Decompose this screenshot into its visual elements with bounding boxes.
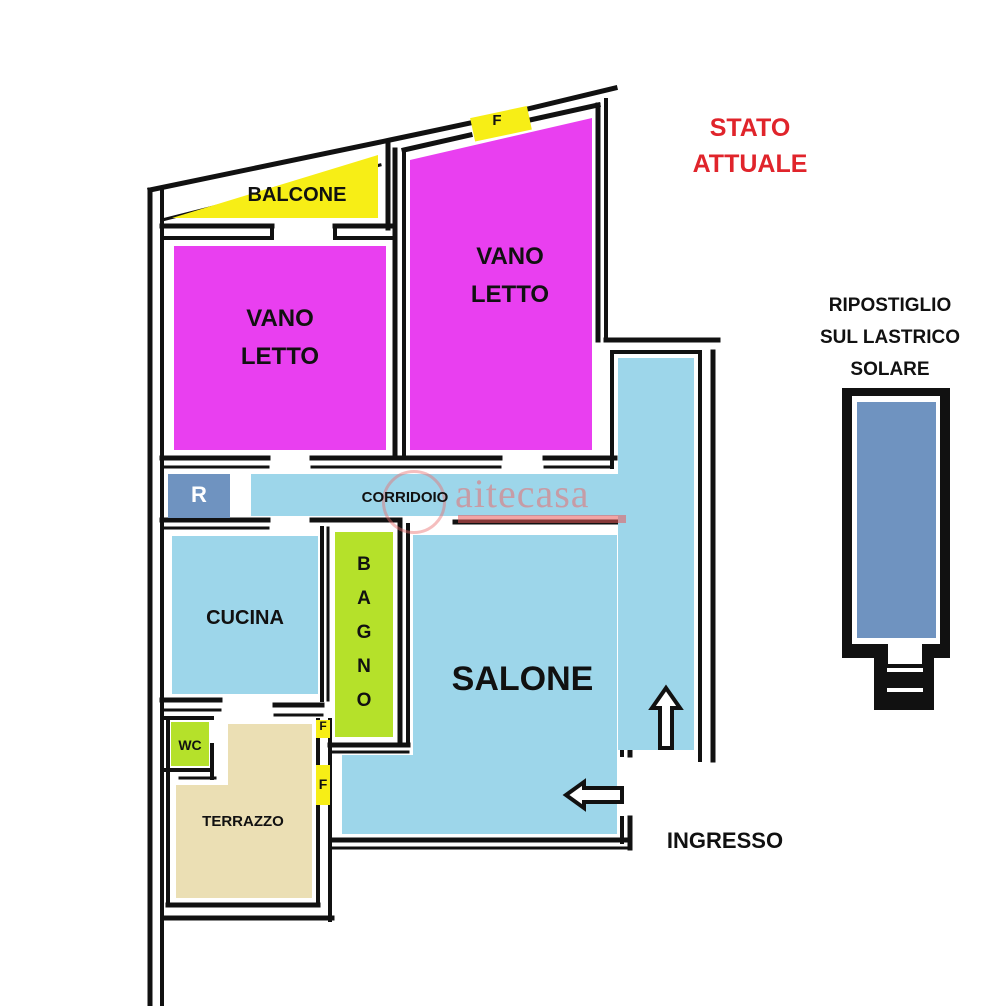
side-line-2: SUL LASTRICO: [819, 327, 961, 348]
wc-label: WC: [178, 737, 202, 753]
bagno-letter: B: [357, 554, 371, 575]
balcone-label: BALCONE: [247, 184, 347, 206]
window-f1: [316, 720, 330, 738]
title-line-2: ATTUALE: [692, 150, 808, 178]
bagno-label: B A G N O: [335, 548, 393, 718]
vano-letto-right-line-1: VANO: [476, 243, 544, 270]
wc-area: [171, 722, 209, 766]
window-f1-label: F: [319, 719, 327, 733]
vano-letto-left-line-2: LETTO: [240, 343, 320, 370]
side-line-3: SOLARE: [850, 359, 930, 380]
window-top-label: F: [492, 112, 502, 129]
cucina-label: CUCINA: [206, 607, 284, 629]
corridoio-label: CORRIDOIO: [361, 489, 449, 506]
window-f2: [316, 765, 330, 805]
terrazzo-area: [176, 724, 312, 898]
title-line-1: STATO: [709, 114, 791, 142]
watermark-logo-icon: [382, 470, 446, 534]
salone-area: [342, 535, 617, 834]
salone-label: SALONE: [451, 660, 594, 698]
vano-letto-right-line-2: LETTO: [470, 281, 550, 308]
vano-letto-left-label: VANO LETTO: [195, 300, 365, 376]
ingresso-label: INGRESSO: [666, 828, 784, 853]
corridoio-right-strip: [618, 358, 694, 750]
ripostiglio-lastrico-label: RIPOSTIGLIO SUL LASTRICO SOLARE: [790, 290, 990, 386]
bagno-letter: N: [357, 656, 371, 677]
vano-letto-left-area: [174, 246, 386, 450]
terrazzo-label: TERRAZZO: [202, 813, 284, 830]
bagno-letter: O: [356, 690, 372, 711]
bagno-letter: A: [357, 588, 371, 609]
window-top: [470, 106, 532, 142]
balcone-area: [172, 155, 378, 218]
ripostiglio-small-area: [168, 474, 230, 518]
vano-letto-right-area: [410, 118, 592, 450]
watermark-text: aitecasa: [455, 471, 590, 516]
window-f2-label: F: [318, 776, 328, 792]
entry-arrow-up-icon: [648, 684, 684, 750]
watermark-bar: [458, 515, 626, 523]
plan-title: STATO ATTUALE: [660, 110, 840, 182]
side-line-1: RIPOSTIGLIO: [828, 295, 952, 316]
bagno-area: [335, 532, 393, 737]
ripostiglio-small-label: R: [191, 482, 207, 507]
vano-letto-right-label: VANO LETTO: [425, 238, 595, 314]
bagno-letter: G: [356, 622, 372, 643]
vano-letto-left-line-1: VANO: [246, 305, 314, 332]
entry-arrow-left-icon: [562, 778, 624, 812]
ripostiglio-lastrico: [842, 388, 950, 710]
cucina-area: [172, 536, 318, 694]
